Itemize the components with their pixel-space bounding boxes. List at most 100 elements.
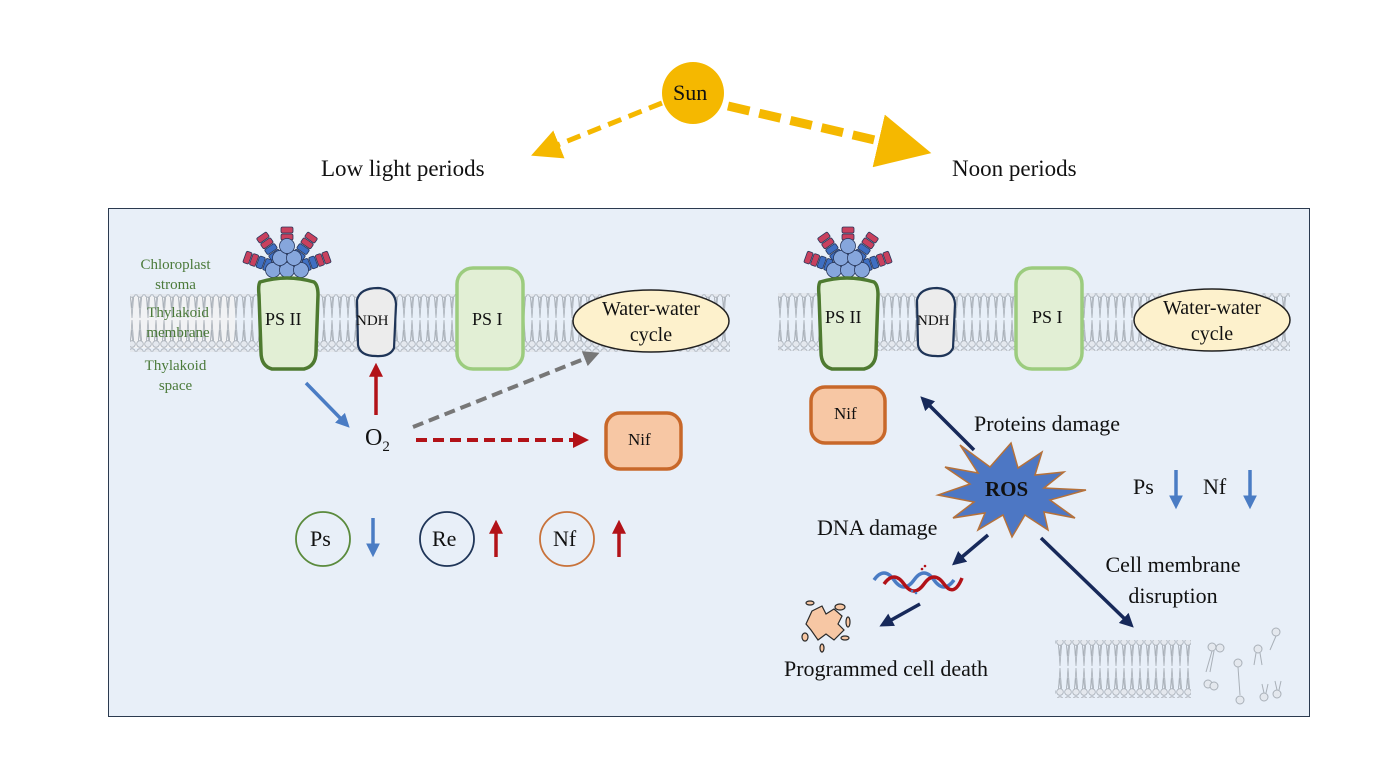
ndh-label-right: NDH bbox=[917, 313, 950, 329]
antenna-rod-segment bbox=[821, 237, 835, 250]
nif-box-left bbox=[604, 411, 683, 471]
nif-label-left: Nif bbox=[628, 430, 651, 449]
dead-cell-icon bbox=[801, 600, 851, 653]
ps-label-right: Ps bbox=[1133, 474, 1154, 499]
ps-indicator-ring bbox=[295, 511, 351, 567]
water-water-cycle-right bbox=[1133, 288, 1291, 352]
antenna-rod-segment bbox=[264, 243, 278, 255]
ndh-complex-right bbox=[915, 286, 957, 358]
space-label-line2: space bbox=[158, 378, 193, 394]
ros-label: ROS bbox=[985, 477, 1029, 501]
nif-box-right bbox=[809, 385, 887, 445]
antenna-rod-segment bbox=[315, 253, 325, 267]
nf-label-right: Nf bbox=[1203, 474, 1227, 499]
psi-label-left: PS I bbox=[472, 309, 503, 329]
stroma-label: Chloroplast stroma bbox=[133, 255, 218, 295]
wwc-label-left-line1: Water-water bbox=[602, 298, 700, 320]
re-indicator-ring bbox=[419, 511, 475, 567]
o2-subscript: 2 bbox=[382, 438, 390, 455]
antenna-rod-segment bbox=[810, 253, 820, 267]
antenna-rod-segment bbox=[321, 250, 332, 265]
damaged-dna-icon bbox=[872, 564, 964, 595]
wwc-label-left: Water-water cycle bbox=[580, 296, 722, 348]
space-label: Thylakoid space bbox=[133, 356, 218, 396]
antenna-rod-segment bbox=[865, 231, 879, 244]
space-label-line1: Thylakoid bbox=[144, 358, 207, 374]
phycobilisome-icon-right bbox=[803, 226, 893, 278]
antenna-rod-segment bbox=[296, 243, 310, 255]
ros-burst-icon bbox=[935, 441, 1087, 539]
stroma-label-line2: stroma bbox=[155, 277, 196, 293]
cell-membrane-label-line1: Cell membrane bbox=[1105, 552, 1241, 577]
sun-label: Sun bbox=[673, 80, 708, 105]
arrow-dna-to-pcd bbox=[879, 602, 921, 627]
stroma-label-line1: Chloroplast bbox=[140, 257, 211, 273]
nf-indicator-label: Nf bbox=[553, 526, 577, 551]
antenna-rod-segment bbox=[242, 250, 253, 265]
antenna-rod-segment bbox=[256, 231, 270, 244]
membrane-label-line1: Thylakoid bbox=[147, 305, 209, 321]
sun-arrow-left bbox=[531, 100, 663, 159]
cell-membrane-label-line2: disruption bbox=[1128, 583, 1218, 608]
re-indicator-label: Re bbox=[432, 526, 457, 551]
dna-damage-label: DNA damage bbox=[817, 515, 938, 540]
sun-icon bbox=[662, 62, 724, 124]
wwc-label-right-line2: cycle bbox=[1190, 323, 1234, 345]
loose-lipids-icon bbox=[1203, 627, 1282, 705]
arrow-ros-to-nif bbox=[920, 396, 976, 452]
membrane-label: Thylakoid membrane bbox=[133, 303, 223, 343]
antenna-rod-segment bbox=[857, 243, 871, 255]
wwc-label-right: Water-water cycle bbox=[1141, 295, 1283, 347]
ndh-label-left: NDH bbox=[356, 313, 389, 329]
membrane-label-line2: membrane bbox=[146, 325, 210, 341]
sun-arrow-right bbox=[726, 101, 932, 168]
antenna-rod-segment bbox=[300, 237, 314, 250]
psi-complex-left bbox=[455, 266, 525, 371]
arrow-psii-to-o2 bbox=[304, 381, 350, 428]
antenna-rod-segment bbox=[861, 237, 875, 250]
psi-label-right: PS I bbox=[1032, 307, 1063, 327]
disrupted-membrane bbox=[1055, 640, 1191, 698]
core-subunit bbox=[279, 238, 295, 254]
low-light-label: Low light periods bbox=[321, 156, 485, 181]
antenna-rod-segment bbox=[825, 243, 839, 255]
arrow-ros-to-membrane bbox=[1039, 536, 1134, 628]
psii-label-left: PS II bbox=[265, 309, 302, 329]
o2-label: O2 bbox=[365, 425, 390, 456]
core-subunit bbox=[840, 238, 856, 254]
water-water-cycle-left bbox=[572, 289, 730, 353]
phycobilisome-icon-left bbox=[242, 226, 332, 278]
psii-complex-right bbox=[816, 276, 880, 371]
antenna-rod-segment bbox=[803, 250, 814, 265]
antenna-rod-segment bbox=[869, 255, 880, 270]
psii-label-right: PS II bbox=[825, 307, 862, 327]
antenna-rod-segment bbox=[816, 255, 827, 270]
antenna-rod-segment bbox=[876, 253, 886, 267]
nif-label-right: Nif bbox=[834, 404, 857, 423]
ndh-complex-left bbox=[355, 286, 398, 358]
antenna-rod-segment bbox=[280, 226, 294, 234]
antenna-rod-segment bbox=[308, 255, 319, 270]
antenna-rod-segment bbox=[817, 231, 831, 244]
core-subunit bbox=[286, 250, 302, 266]
psii-complex-left bbox=[256, 276, 320, 371]
proteins-damage-label: Proteins damage bbox=[974, 411, 1121, 436]
wwc-label-left-line2: cycle bbox=[629, 324, 673, 346]
antenna-rod-segment bbox=[255, 255, 266, 270]
arrow-ros-to-dna bbox=[951, 533, 990, 566]
nf-indicator-ring bbox=[539, 511, 595, 567]
noon-label: Noon periods bbox=[952, 156, 1077, 181]
antenna-rod-segment bbox=[882, 250, 893, 265]
core-subunit bbox=[847, 250, 863, 266]
wwc-label-right-line1: Water-water bbox=[1163, 297, 1261, 319]
cell-membrane-label: Cell membrane disruption bbox=[1093, 549, 1253, 611]
ps-indicator-label: Ps bbox=[310, 526, 331, 551]
antenna-rod-segment bbox=[249, 253, 259, 267]
antenna-rod-segment bbox=[841, 226, 855, 234]
antenna-rod-segment bbox=[260, 237, 274, 250]
psi-complex-right bbox=[1014, 266, 1084, 371]
o2-symbol: O bbox=[365, 425, 383, 451]
arrow-o2-to-wwc bbox=[412, 351, 600, 429]
pcd-label: Programmed cell death bbox=[784, 656, 989, 681]
